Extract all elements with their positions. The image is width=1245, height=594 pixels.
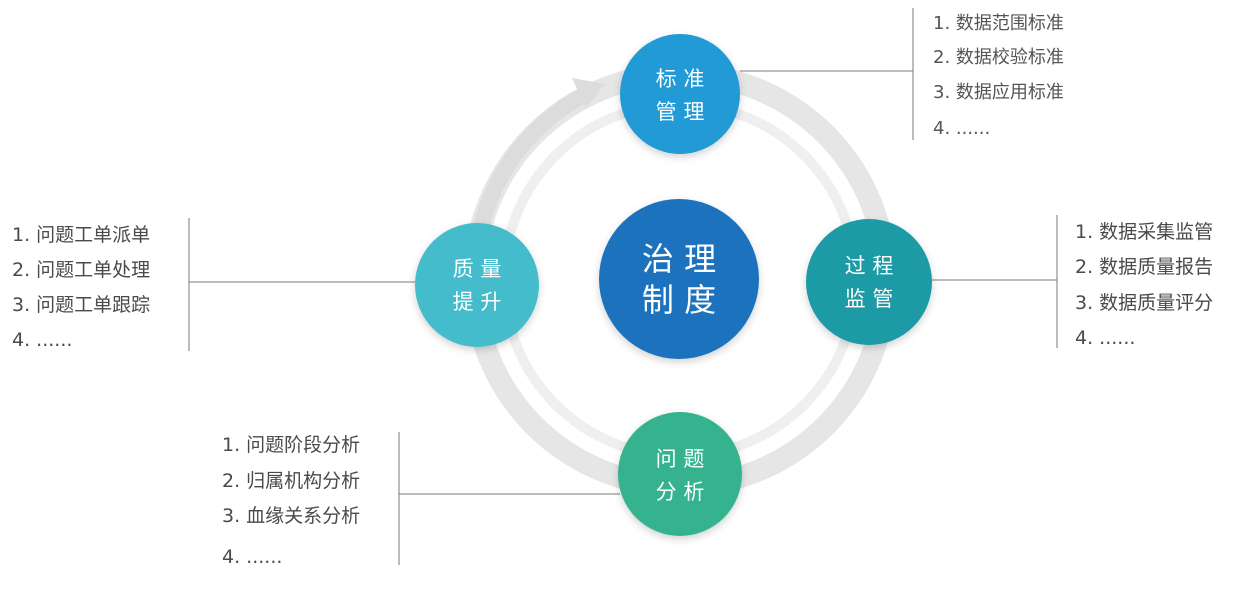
connectors xyxy=(188,8,1058,565)
node-bottom-circle xyxy=(618,412,742,536)
node-left-line1: 质 量 xyxy=(453,257,502,281)
node-right-line2: 监 管 xyxy=(845,287,894,311)
center-node: 治 理 制 度 xyxy=(599,199,759,359)
list-right-item: 1. 数据采集监管 xyxy=(1075,221,1213,243)
node-problem-analysis: 问 题 分 析 xyxy=(618,412,742,536)
list-top-item: 1. 数据范围标准 xyxy=(933,13,1064,34)
center-label-line2: 制 度 xyxy=(642,281,716,319)
node-top-circle xyxy=(620,34,740,154)
list-top-item: 3. 数据应用标准 xyxy=(933,82,1064,103)
list-right-item: 3. 数据质量评分 xyxy=(1075,292,1213,314)
node-standard-management: 标 准 管 理 xyxy=(620,34,740,154)
node-right-line1: 过 程 xyxy=(845,254,894,278)
list-right-item: 4. ...... xyxy=(1075,327,1135,349)
node-top-line2: 管 理 xyxy=(656,100,705,124)
node-left-line2: 提 升 xyxy=(453,290,502,314)
list-bottom-item: 2. 归属机构分析 xyxy=(222,470,360,492)
list-bottom: 1. 问题阶段分析 2. 归属机构分析 3. 血缘关系分析 4. ...... xyxy=(222,434,360,568)
center-label-line1: 治 理 xyxy=(642,240,716,278)
node-bottom-line2: 分 析 xyxy=(656,480,705,504)
node-left-circle xyxy=(415,223,539,347)
node-quality-improvement: 质 量 提 升 xyxy=(415,223,539,347)
list-left: 1. 问题工单派单 2. 问题工单处理 3. 问题工单跟踪 4. ...... xyxy=(12,224,150,351)
node-top-line1: 标 准 xyxy=(656,67,705,91)
list-bottom-item: 3. 血缘关系分析 xyxy=(222,505,360,527)
list-left-item: 3. 问题工单跟踪 xyxy=(12,294,150,316)
node-process-supervision: 过 程 监 管 xyxy=(806,219,932,345)
list-left-item: 2. 问题工单处理 xyxy=(12,259,150,281)
list-top-item: 2. 数据校验标准 xyxy=(933,47,1064,68)
list-right-item: 2. 数据质量报告 xyxy=(1075,256,1213,278)
cycle-arrow-head-icon xyxy=(572,78,605,108)
list-bottom-item: 4. ...... xyxy=(222,546,282,568)
list-top: 1. 数据范围标准 2. 数据校验标准 3. 数据应用标准 4. ...... xyxy=(933,13,1064,139)
center-circle xyxy=(599,199,759,359)
list-top-item: 4. ...... xyxy=(933,118,990,139)
list-left-item: 4. ...... xyxy=(12,329,72,351)
list-left-item: 1. 问题工单派单 xyxy=(12,224,150,246)
node-bottom-line1: 问 题 xyxy=(656,447,705,471)
list-right: 1. 数据采集监管 2. 数据质量报告 3. 数据质量评分 4. ...... xyxy=(1075,221,1213,349)
list-bottom-item: 1. 问题阶段分析 xyxy=(222,434,360,456)
node-right-circle xyxy=(806,219,932,345)
